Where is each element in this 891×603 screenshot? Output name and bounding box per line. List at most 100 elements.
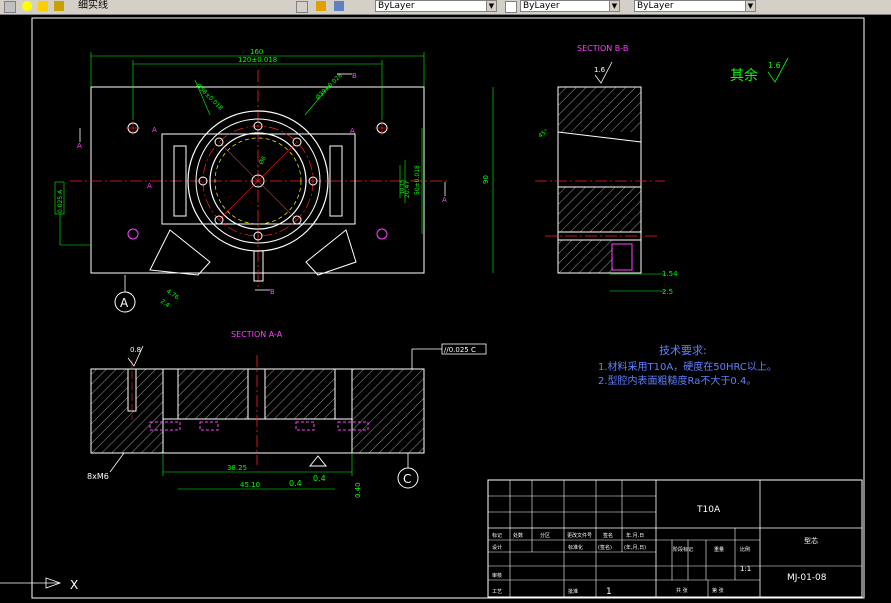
- runner-slot-left: [149, 229, 211, 276]
- radial-line: [219, 142, 297, 220]
- section-aa-roughness: 0.8: [130, 346, 141, 354]
- datum-c-label: C: [403, 472, 411, 486]
- layers-stack-icon[interactable]: [334, 1, 344, 11]
- section-bb-dim: 1.54: [662, 270, 678, 278]
- tb-label: 审核: [492, 572, 502, 579]
- hatch-area: [265, 369, 335, 419]
- ucs-x-label: X: [70, 578, 78, 592]
- tech-req-line1: 1.材料采用T10A，硬度在50HRC以上。: [598, 360, 777, 373]
- match-properties-icon[interactable]: [316, 1, 326, 11]
- layer-icon[interactable]: [4, 1, 16, 13]
- bolt-hole: [292, 215, 302, 225]
- other-roughness: 其余 1.6: [730, 57, 789, 84]
- section-marker-a: A: [350, 127, 355, 135]
- plate-outline: [90, 86, 425, 274]
- other-roughness-value: 1.6: [768, 61, 781, 70]
- dim-height: 90: [482, 175, 490, 184]
- section-marker-b: B: [270, 288, 275, 296]
- color-combo[interactable]: ByLayer ▼: [375, 0, 497, 12]
- roughness-symbol: [594, 61, 613, 84]
- dropdown-arrow-icon[interactable]: [296, 1, 308, 13]
- dim-width-outer: 160: [250, 48, 263, 56]
- lock-icon[interactable]: [54, 1, 64, 11]
- section-aa-flatness: //0.025 C: [444, 346, 476, 354]
- other-roughness-label: 其余: [730, 67, 758, 84]
- sheet-border: [31, 17, 865, 599]
- linetype-combo[interactable]: ByLayer ▼: [520, 0, 620, 12]
- lightbulb-icon[interactable]: [22, 1, 32, 11]
- tb-label: 比例: [740, 546, 750, 553]
- tolerance-frame-text: 0.025 A: [57, 189, 64, 213]
- tb-label: 重量: [714, 546, 724, 553]
- detail-feature: [295, 421, 315, 431]
- section-marker-a: A: [152, 126, 157, 134]
- boss-inner: [209, 132, 307, 230]
- sun-icon[interactable]: [38, 1, 48, 11]
- bolt-hole: [214, 215, 224, 225]
- section-aa: SECTION A-A 0.8 //0.025 C 38.25 45: [87, 330, 487, 498]
- section-marker-a: A: [77, 142, 82, 150]
- boss-mid: [195, 118, 321, 244]
- detail-feature: [337, 421, 369, 431]
- section-bb-angle: 45°: [537, 128, 550, 140]
- sprue-tab: [253, 250, 264, 282]
- ucs-icon: X: [0, 577, 78, 592]
- tb-label: 工艺: [492, 589, 502, 595]
- bolt-hole: [253, 121, 263, 131]
- datum-triangle: [308, 455, 328, 467]
- boss-inner-dashed: [214, 137, 302, 225]
- bolt-circle: [202, 125, 314, 237]
- detail-slot: [611, 243, 633, 271]
- linetype-label[interactable]: 细实线: [78, 0, 108, 11]
- tb-sheet: 1: [606, 587, 612, 597]
- lineweight-combo-value: ByLayer: [637, 1, 674, 11]
- lineweight-combo[interactable]: ByLayer ▼: [634, 0, 756, 12]
- title-block-frame: [487, 479, 863, 598]
- tech-req-line2: 2.型腔内表面粗糙度Ra不大于0.4。: [598, 374, 756, 387]
- section-marker-a: A: [442, 196, 447, 204]
- linetype-icon[interactable]: [505, 1, 517, 13]
- section-aa-thread: 8xM6: [87, 472, 109, 481]
- dim-height-inner3: 10.15: [400, 180, 406, 194]
- hatch-area: [558, 240, 613, 273]
- slot-dim: 4.76: [165, 288, 180, 302]
- roughness-symbol: [127, 345, 144, 367]
- inner-cavity: [161, 133, 356, 225]
- section-bb: SECTION B-B 1.6 45° 1.54 2.5: [535, 44, 678, 296]
- tb-label: 标准化: [568, 544, 583, 551]
- hatch-area: [558, 187, 641, 232]
- side-slot-left: [173, 145, 187, 217]
- corner-hole: [127, 228, 139, 240]
- section-aa-dim: 0.4: [313, 474, 326, 483]
- datum-a-label: A: [120, 296, 129, 310]
- tb-label: 分区: [540, 532, 550, 539]
- section-aa-dim: 0.4: [289, 479, 302, 488]
- dim-center-dia: Ø6: [258, 155, 268, 166]
- side-slot-right: [329, 145, 343, 217]
- tb-label: 处数: [513, 532, 523, 539]
- tb-label: (年,月,日): [624, 544, 646, 551]
- tb-label: 阶段标记: [673, 546, 693, 553]
- hatch-area: [178, 369, 248, 419]
- bolt-hole: [292, 137, 302, 147]
- section-aa-dim: 0.40: [354, 482, 362, 498]
- chevron-down-icon[interactable]: ▼: [486, 1, 496, 11]
- tb-part-name: 型芯: [804, 536, 818, 545]
- runner-slot-right: [305, 229, 357, 276]
- section-bb-dim: 2.5: [662, 288, 673, 296]
- chevron-down-icon[interactable]: ▼: [745, 1, 755, 11]
- bolt-hole: [214, 137, 224, 147]
- dim-height-inner2: 20.47: [404, 181, 411, 198]
- chevron-down-icon[interactable]: ▼: [609, 1, 619, 11]
- tech-requirements: 技术要求: 1.材料采用T10A，硬度在50HRC以上。 2.型腔内表面粗糙度R…: [598, 344, 777, 387]
- drawing-canvas[interactable]: 160 120±0.018 90 50±0.018 20.47 10.15 Ø5…: [0, 14, 891, 603]
- toolbar: 细实线 ByLayer ▼ ByLayer ▼ ByLayer ▼: [0, 0, 891, 15]
- tb-label: 设计: [492, 544, 502, 551]
- tb-label: 签名: [603, 532, 613, 539]
- leader-line: [304, 84, 331, 116]
- tb-label: 共 张: [676, 587, 688, 594]
- detail-feature: [199, 421, 219, 431]
- section-aa-dim: 45.10: [240, 481, 260, 489]
- tb-label: 年.月.日: [626, 532, 644, 539]
- hatch-area: [352, 369, 424, 453]
